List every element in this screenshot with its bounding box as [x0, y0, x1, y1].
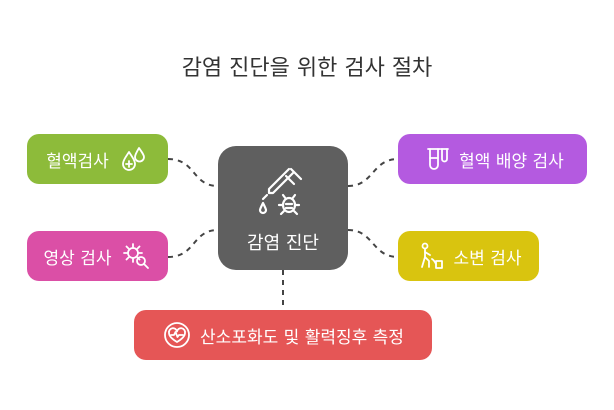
- node-blood-culture[interactable]: 혈액 배양 검사: [398, 134, 587, 184]
- node-imaging[interactable]: 영상 검사: [27, 231, 168, 281]
- node-imaging-label: 영상 검사: [43, 248, 112, 269]
- dropper-bacteria-icon: [253, 161, 313, 221]
- heart-pulse-icon: [162, 320, 192, 350]
- center-label: 감염 진단: [247, 233, 319, 254]
- node-vitals-label: 산소포화도 및 활력징후 측정: [200, 327, 404, 348]
- connector-blood-test: [167, 158, 219, 187]
- node-urine-label: 소변 검사: [453, 248, 522, 269]
- connector-urine: [347, 229, 399, 258]
- node-vitals[interactable]: 산소포화도 및 활력징후 측정: [134, 310, 432, 360]
- test-tubes-icon: [421, 144, 451, 174]
- droplets-plus-icon: [119, 144, 149, 174]
- page-title: 감염 진단을 위한 검사 절차: [181, 56, 433, 81]
- urine-person-icon: [416, 241, 446, 271]
- node-blood-test[interactable]: 혈액검사: [27, 134, 168, 184]
- connector-imaging: [167, 229, 219, 258]
- virus-magnifier-icon: [121, 241, 151, 271]
- center-node-infection-diagnosis[interactable]: 감염 진단: [218, 146, 348, 270]
- connector-blood-culture: [347, 158, 399, 187]
- node-blood-culture-label: 혈액 배양 검사: [459, 151, 564, 172]
- node-urine[interactable]: 소변 검사: [398, 231, 539, 281]
- node-blood-test-label: 혈액검사: [46, 151, 109, 172]
